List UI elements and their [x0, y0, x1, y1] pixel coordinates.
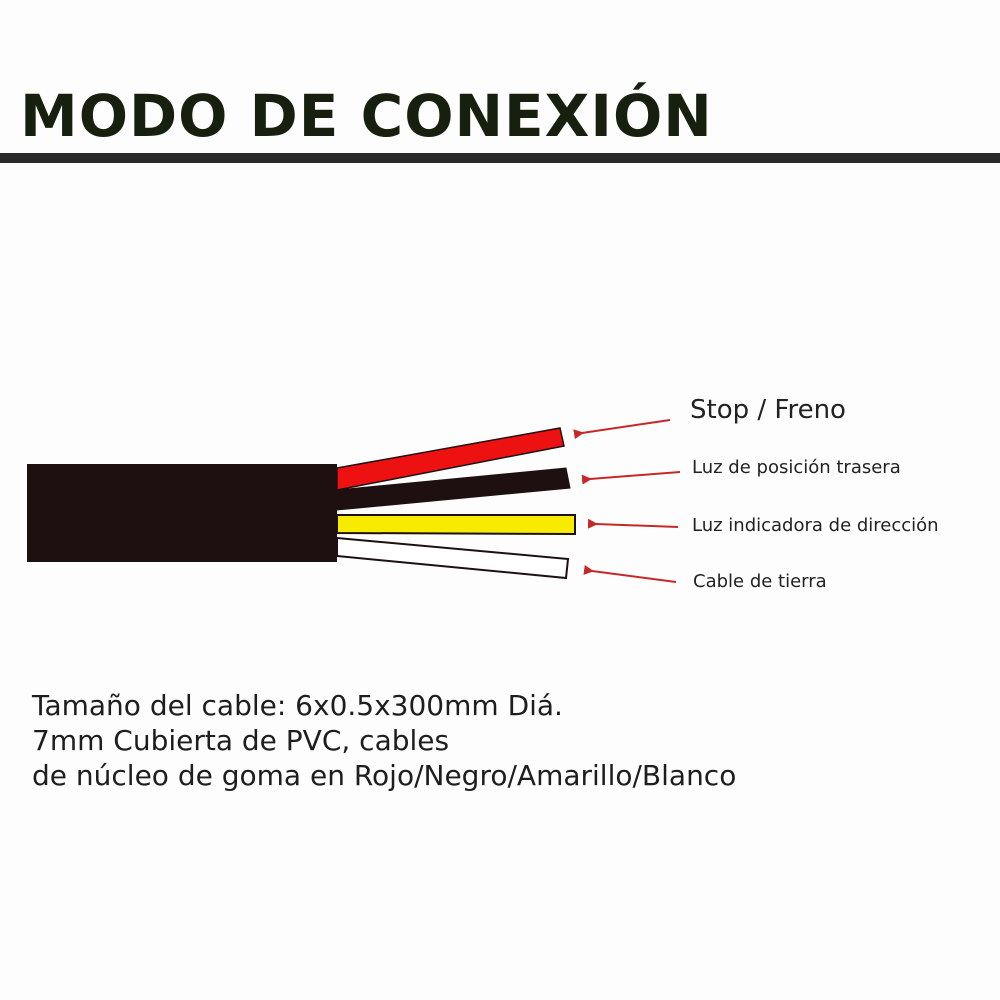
label-luz-posicion-trasera: Luz de posición trasera: [692, 457, 901, 478]
arrow-stop-icon: [573, 419, 671, 440]
title-divider: [0, 153, 1000, 163]
wire-black: [336, 467, 571, 511]
page-title: MODO DE CONEXIÓN: [20, 82, 713, 150]
wire-yellow: [336, 514, 576, 536]
description-line: Tamaño del cable: 6x0.5x300mm Diá.: [32, 689, 563, 722]
description-line: de núcleo de goma en Rojo/Negro/Amarillo…: [32, 759, 737, 792]
description-line: 7mm Cubierta de PVC, cables: [32, 724, 450, 757]
wire-white: [336, 536, 570, 580]
wire-red: [336, 427, 565, 491]
label-luz-indicadora-direccion: Luz indicadora de dirección: [692, 515, 939, 536]
arrow-posicion-icon: [581, 471, 681, 485]
cable-description: Tamaño del cable: 6x0.5x300mm Diá. 7mm C…: [32, 688, 972, 793]
arrow-tierra-icon: [583, 565, 677, 583]
label-cable-tierra: Cable de tierra: [693, 571, 827, 592]
cable-sheath: [27, 464, 337, 562]
label-stop-freno: Stop / Freno: [690, 395, 846, 425]
arrow-direccion-icon: [587, 518, 679, 529]
